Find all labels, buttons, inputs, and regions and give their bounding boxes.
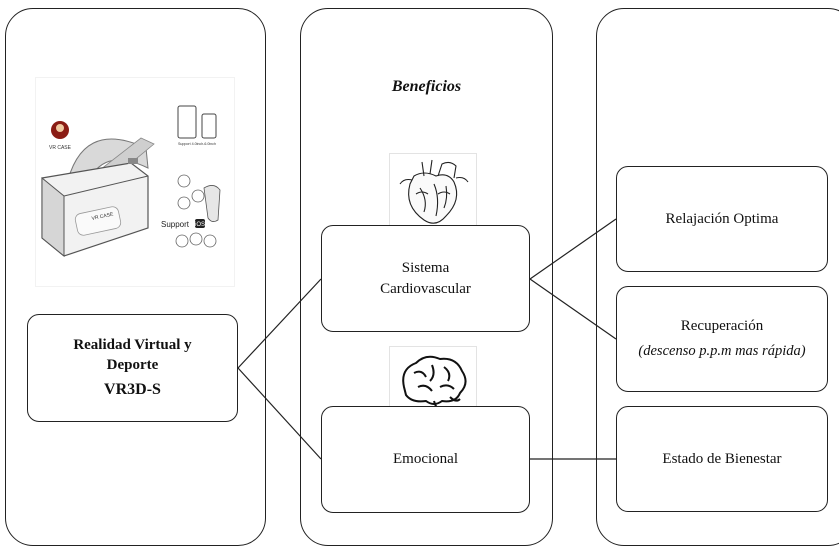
cardiovascular-system-box: Sistema Cardiovascular [321, 225, 530, 332]
ios-label: iOS [195, 222, 205, 228]
wellbeing-state-box: Estado de Bienestar [616, 406, 828, 512]
emotional-label: Emocional [393, 451, 458, 468]
support-label: Support [161, 220, 190, 229]
phones-caption: Support 4.0inch-6.0inch [178, 142, 216, 146]
anatomical-heart-icon [399, 159, 469, 224]
headset-label: VR CASE [91, 211, 114, 222]
cardiovascular-line1: Sistema [401, 260, 450, 277]
emotional-box: Emocional [321, 406, 530, 513]
connector-cardio-relax [529, 218, 617, 280]
heart-illustration-card [389, 153, 477, 233]
connector-lines [237, 218, 617, 460]
recovery-label: Recuperación [680, 318, 764, 335]
brand-label: VR CASE [49, 145, 72, 151]
recovery-note: (descenso p.p.m mas rápida) [638, 343, 806, 360]
vr-sport-code: VR3D-S [104, 381, 161, 399]
vr-headset-product-image: VR CASE VR CASE Support 4.0inch-6.0inch … [36, 78, 234, 286]
wellbeing-state-label: Estado de Bienestar [662, 450, 782, 467]
vr-sport-title-line2: Deporte [106, 357, 159, 374]
recovery-box: Recuperación (descenso p.p.m mas rápida) [616, 286, 828, 392]
vr-sport-title-line1: Realidad Virtual y [73, 336, 192, 353]
vr-headset-illustration: VR CASE VR CASE Support 4.0inch-6.0inch … [41, 105, 221, 258]
optimal-relaxation-box: Relajación Optima [616, 166, 828, 272]
cardiovascular-line2: Cardiovascular [380, 280, 471, 297]
connector-cardio-recovery [529, 278, 617, 340]
connector-vr-cardio [237, 278, 322, 369]
connector-vr-emotional [237, 367, 322, 460]
benefits-title: Beneficios [391, 78, 462, 95]
vr-sport-box: Realidad Virtual y Deporte VR3D-S [27, 314, 238, 422]
optimal-relaxation-label: Relajación Optima [665, 210, 779, 227]
